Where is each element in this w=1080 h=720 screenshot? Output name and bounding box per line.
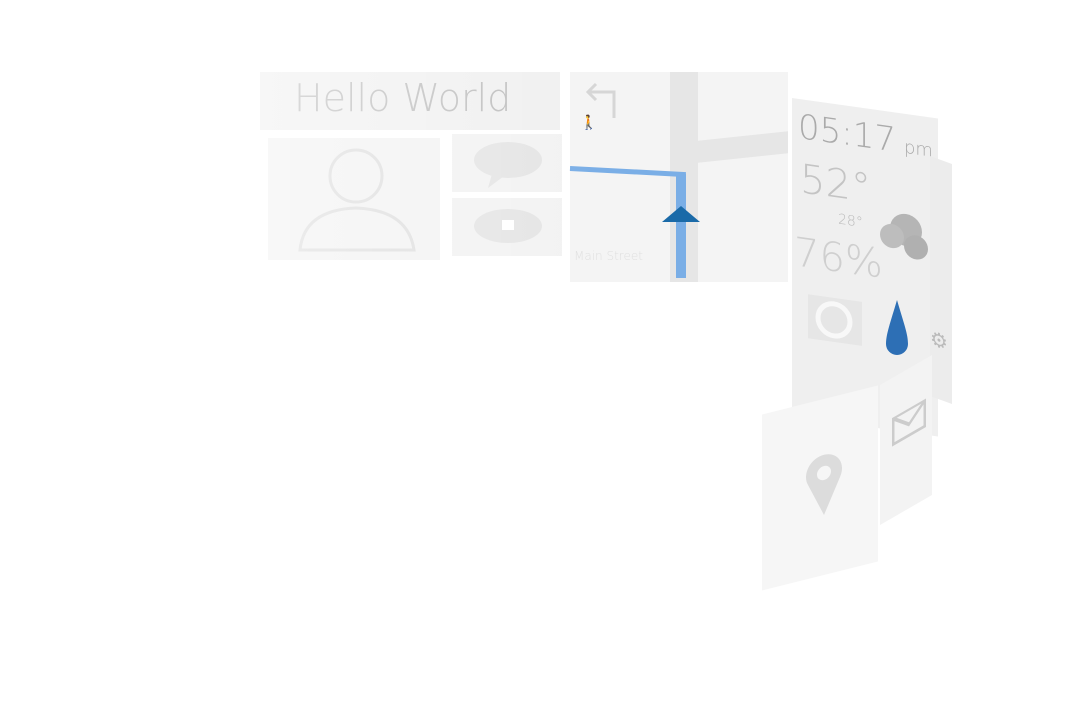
temperature: 52° <box>800 156 871 213</box>
cloud-icon <box>880 213 928 260</box>
mail-icon <box>892 398 926 447</box>
video-message-icon <box>474 209 542 243</box>
route-line-vertical <box>676 174 686 278</box>
message-card[interactable] <box>452 134 562 192</box>
hello-world-title: Hello World <box>294 76 512 120</box>
mail-card[interactable] <box>880 354 932 526</box>
street-name: Main Street <box>574 249 643 263</box>
gear-icon: ⚙ <box>930 324 948 356</box>
humidity: 76% <box>794 229 883 288</box>
settings-card[interactable]: ⚙ <box>930 155 952 405</box>
navigation-card[interactable]: 🚶 Main Street <box>569 72 788 282</box>
route-line <box>569 166 686 178</box>
video-message-card[interactable] <box>452 198 562 256</box>
person-icon <box>298 148 416 252</box>
camera-icon <box>808 294 862 346</box>
hello-world-card[interactable]: Hello World <box>260 72 560 130</box>
walking-icon: 🚶 <box>580 115 598 131</box>
map-pin-card[interactable] <box>762 385 878 591</box>
speech-bubble-icon <box>474 142 542 188</box>
contact-card[interactable] <box>268 138 440 260</box>
clock-time: 05:17 <box>798 106 896 161</box>
low-temperature: 28° <box>838 211 863 231</box>
turn-left-arrow-icon <box>585 82 616 118</box>
clock-ampm: pm <box>904 136 933 162</box>
direction-arrow-icon <box>662 206 700 222</box>
water-drop-icon <box>886 300 908 355</box>
map-pin-icon <box>806 454 842 516</box>
